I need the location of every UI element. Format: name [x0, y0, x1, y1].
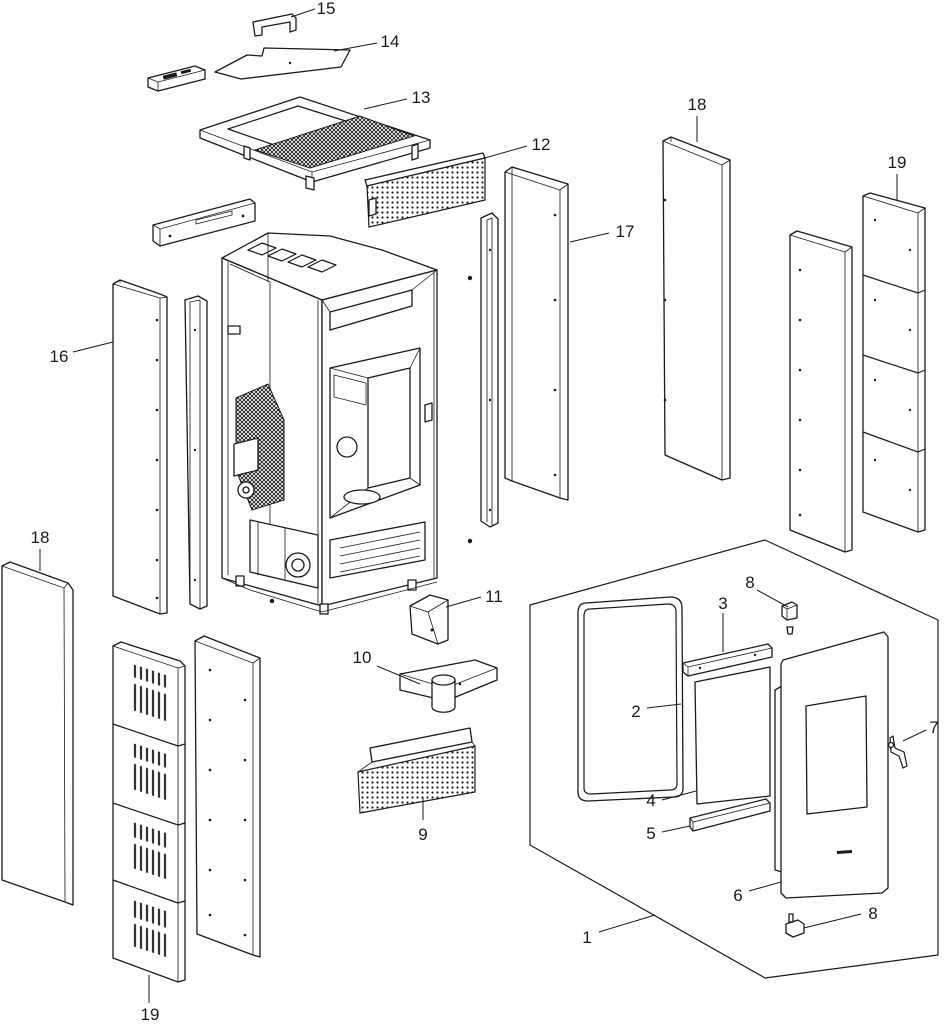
callout-label-18-right: 18 — [688, 95, 707, 114]
callout-13: 13 — [363, 88, 431, 110]
callout-18-left: 18 — [31, 528, 50, 571]
callout-16: 16 — [50, 341, 114, 366]
callout-9: 9 — [418, 797, 428, 844]
callout-label-17: 17 — [616, 222, 635, 241]
callout-11: 11 — [445, 587, 503, 608]
callout-label-4: 4 — [646, 791, 655, 810]
callout-label-14: 14 — [381, 32, 400, 51]
leader-line-2 — [646, 703, 682, 709]
part-19-right-cladding-panel — [862, 192, 926, 533]
part-9-lower-grille — [357, 727, 476, 814]
callout-label-8-lower: 8 — [868, 904, 877, 923]
part-15-handle-bracket — [252, 13, 297, 37]
side-mounting-plate — [152, 198, 256, 247]
callout-17: 17 — [569, 222, 635, 243]
callout-1: 1 — [582, 914, 656, 947]
control-panel-block — [147, 65, 206, 92]
leader-line-10 — [376, 665, 421, 685]
leader-line-15 — [290, 8, 316, 18]
callout-label-10: 10 — [353, 648, 372, 667]
leader-line-4 — [661, 790, 697, 801]
part-18-right-side-panel — [662, 136, 731, 481]
callout-label-3: 3 — [718, 594, 727, 613]
part-8-upper-hinge — [781, 601, 798, 635]
panel-screw-holes — [798, 268, 802, 517]
callout-label-11: 11 — [485, 587, 503, 606]
callout-label-19-left: 19 — [141, 1005, 160, 1024]
callout-label-7: 7 — [929, 718, 938, 737]
door-logo — [837, 850, 852, 854]
right-side-rail — [480, 212, 499, 528]
callout-label-8-upper: 8 — [745, 573, 754, 592]
burn-pot — [343, 489, 381, 505]
left-side-rail — [184, 295, 208, 610]
leader-line-6 — [748, 881, 782, 892]
leader-line-12 — [480, 145, 528, 160]
top-air-openings — [247, 242, 337, 273]
part-3-upper-glass-strip — [682, 643, 773, 677]
callout-label-19-right: 19 — [888, 153, 907, 172]
callout-label-16: 16 — [50, 347, 69, 366]
leader-line-11 — [445, 596, 482, 608]
callouts: 15 14 13 12 18 19 17 16 — [31, 0, 939, 1024]
callout-label-5: 5 — [646, 824, 655, 843]
callout-12: 12 — [480, 135, 551, 160]
part-4-door-glass — [694, 666, 771, 805]
leader-line-14 — [333, 42, 378, 52]
callout-19-left: 19 — [141, 975, 160, 1024]
rear-side-panel — [789, 230, 853, 553]
leader-line-8-lower — [803, 913, 862, 929]
callout-19-right: 19 — [888, 153, 907, 200]
air-inlet-hole — [336, 436, 358, 458]
part-7-door-handle — [887, 735, 908, 769]
callout-label-2: 2 — [631, 702, 640, 721]
callout-label-13: 13 — [412, 88, 431, 107]
part-18-left-side-panel — [1, 561, 74, 906]
front-side-panel — [194, 635, 261, 958]
part-2-door-gasket-frame — [577, 596, 684, 802]
part-12-upper-grille — [364, 152, 486, 228]
part-17-side-channel — [504, 166, 569, 501]
part-11-bracket — [409, 594, 449, 645]
part-14-top-plate — [214, 47, 351, 80]
loose-screws — [269, 275, 473, 604]
callout-label-6: 6 — [733, 886, 742, 905]
callout-label-12: 12 — [532, 135, 551, 154]
callout-3: 3 — [718, 594, 728, 652]
leader-line-13 — [363, 98, 408, 110]
part-8-lower-hinge — [785, 913, 805, 938]
callout-label-9: 9 — [418, 825, 427, 844]
part-13-top-frame — [199, 96, 431, 191]
callout-label-1: 1 — [582, 928, 591, 947]
part-5-lower-glass-strip — [689, 798, 771, 832]
leader-line-16 — [72, 341, 114, 353]
panel-screw-holes — [208, 668, 247, 937]
callout-6: 6 — [733, 881, 782, 905]
panel-screw-holes — [155, 318, 159, 600]
callout-8-upper: 8 — [745, 573, 789, 608]
leader-line-1 — [598, 914, 656, 933]
leader-line-7 — [902, 729, 927, 742]
part-10-flue-box — [399, 659, 498, 713]
leader-line-5 — [661, 825, 691, 833]
callout-15: 15 — [290, 0, 336, 18]
callout-label-18-left: 18 — [31, 528, 50, 547]
callout-7: 7 — [902, 718, 939, 742]
callout-14: 14 — [333, 32, 400, 52]
callout-10: 10 — [353, 648, 421, 685]
callout-label-15: 15 — [317, 0, 336, 18]
leader-line-8-upper — [756, 589, 789, 608]
callout-4: 4 — [646, 790, 697, 810]
callout-5: 5 — [646, 824, 691, 843]
firebox — [329, 347, 421, 519]
callout-8-lower: 8 — [803, 904, 878, 929]
callout-2: 2 — [631, 702, 682, 721]
leader-line-17 — [569, 232, 610, 243]
part-6-door — [774, 631, 889, 899]
callout-18-right: 18 — [688, 95, 707, 142]
part-16-side-panel — [112, 279, 168, 615]
part-1-door-assembly-outline — [529, 539, 939, 979]
part-19-left-cladding-panel — [112, 641, 186, 983]
